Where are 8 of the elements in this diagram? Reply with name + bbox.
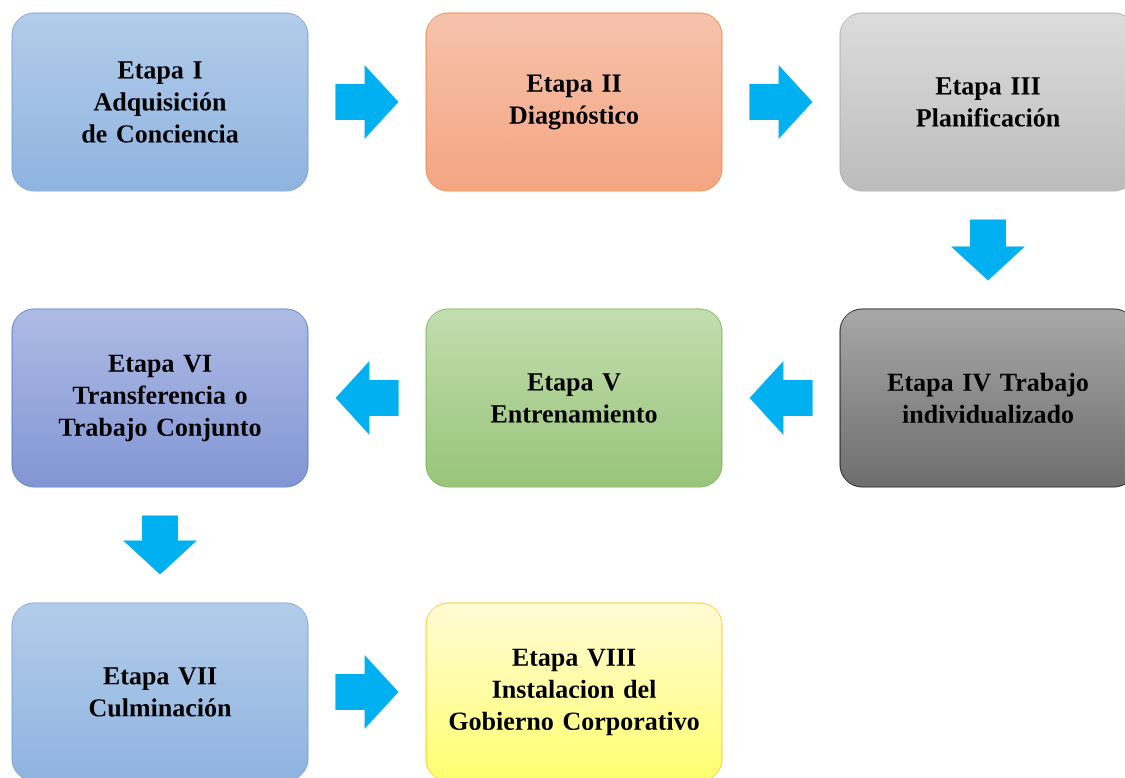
stage-box: Etapa VII Culminación	[11, 602, 309, 778]
stage-box: Etapa III Planificación	[839, 12, 1125, 192]
stage-box: Etapa VIII Instalacion del Gobierno Corporativo	[425, 602, 723, 778]
stage-box: Etapa VI Transferencia o Trabajo Conjunto	[11, 308, 309, 488]
stage-box: Etapa V Entrenamiento	[425, 308, 723, 488]
stage-box: Etapa I Adquisición de Conciencia	[11, 12, 309, 192]
stage-box: Etapa IV Trabajo individualizado	[839, 308, 1125, 488]
stage-box: Etapa II Diagnóstico	[425, 12, 723, 192]
